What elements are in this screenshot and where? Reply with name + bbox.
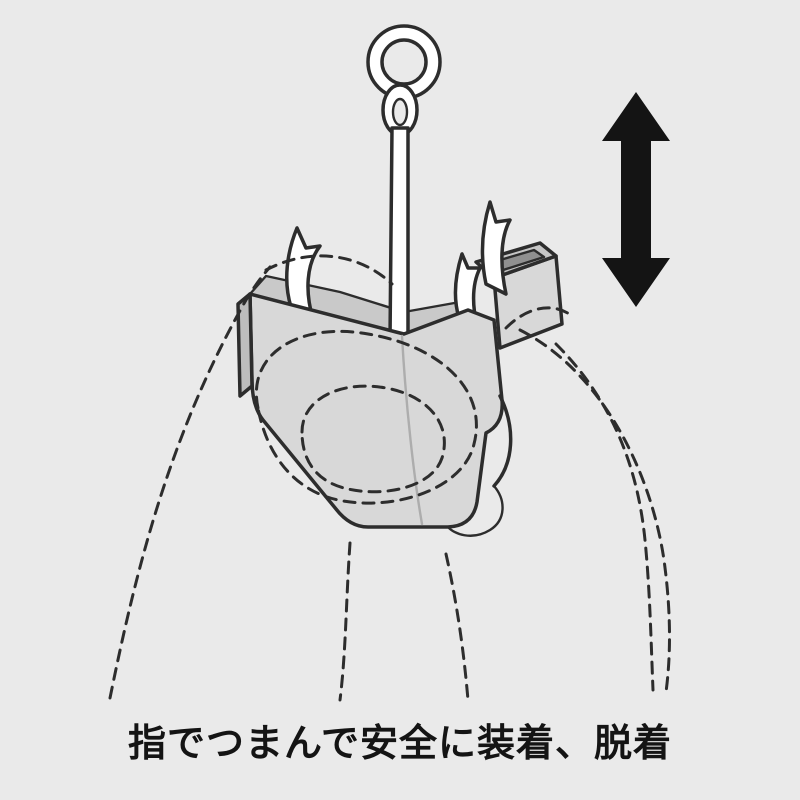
cover-plate-edge-lower bbox=[446, 484, 504, 537]
thumb-tip-oval-inner bbox=[300, 384, 446, 494]
hook-ring bbox=[366, 24, 442, 100]
finger-outline-inner bbox=[554, 342, 655, 692]
caption-text: 指でつまんで安全に装着、脱着 bbox=[127, 723, 673, 765]
hook-point-right bbox=[480, 200, 512, 296]
finger-tip-arc bbox=[504, 306, 574, 330]
hook-shank bbox=[388, 126, 410, 350]
hook-ring-hole bbox=[380, 38, 428, 86]
hook-eye-hole bbox=[391, 97, 409, 127]
cover-crease bbox=[400, 334, 424, 526]
finger-lower-right bbox=[444, 552, 470, 702]
cover-left-side bbox=[236, 292, 254, 398]
finger-outline-outer bbox=[518, 328, 671, 694]
thumb-outline-outer bbox=[108, 265, 272, 700]
up-down-arrow-icon bbox=[602, 92, 670, 307]
thumb-outline-top bbox=[264, 254, 394, 286]
finger-outlines bbox=[108, 254, 671, 702]
cover-plate-edge-upper bbox=[492, 394, 513, 488]
finger-lower-left bbox=[338, 541, 352, 702]
thumb-tip-oval-outer bbox=[254, 329, 478, 505]
